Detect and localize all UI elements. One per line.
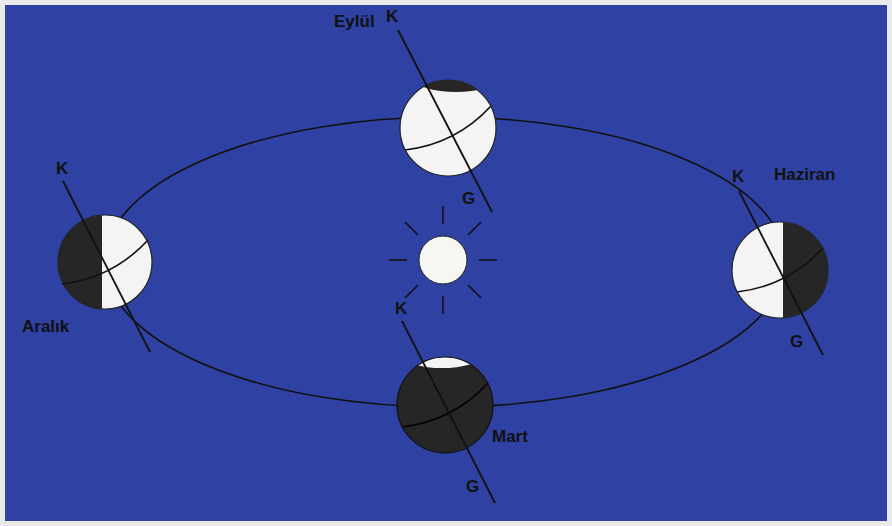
axis-pole-label: G xyxy=(462,190,475,209)
axis-pole-label: G xyxy=(790,333,803,352)
earth-june xyxy=(732,191,833,355)
axis-pole-label: G xyxy=(466,478,479,497)
axis-pole-label: K xyxy=(732,168,744,187)
month-label: Haziran xyxy=(774,166,835,185)
month-label: Mart xyxy=(492,428,528,447)
sun-symbol xyxy=(389,206,497,314)
axis-pole-label: K xyxy=(56,160,68,179)
month-label: Aralık xyxy=(22,318,69,337)
earth-december xyxy=(55,181,152,352)
axis-pole-label: K xyxy=(395,300,407,319)
month-label: Eylül xyxy=(334,13,375,32)
earth-september xyxy=(398,30,496,212)
earth-march xyxy=(397,321,495,503)
background-panel xyxy=(5,5,887,521)
axis-pole-label: K xyxy=(386,8,398,27)
